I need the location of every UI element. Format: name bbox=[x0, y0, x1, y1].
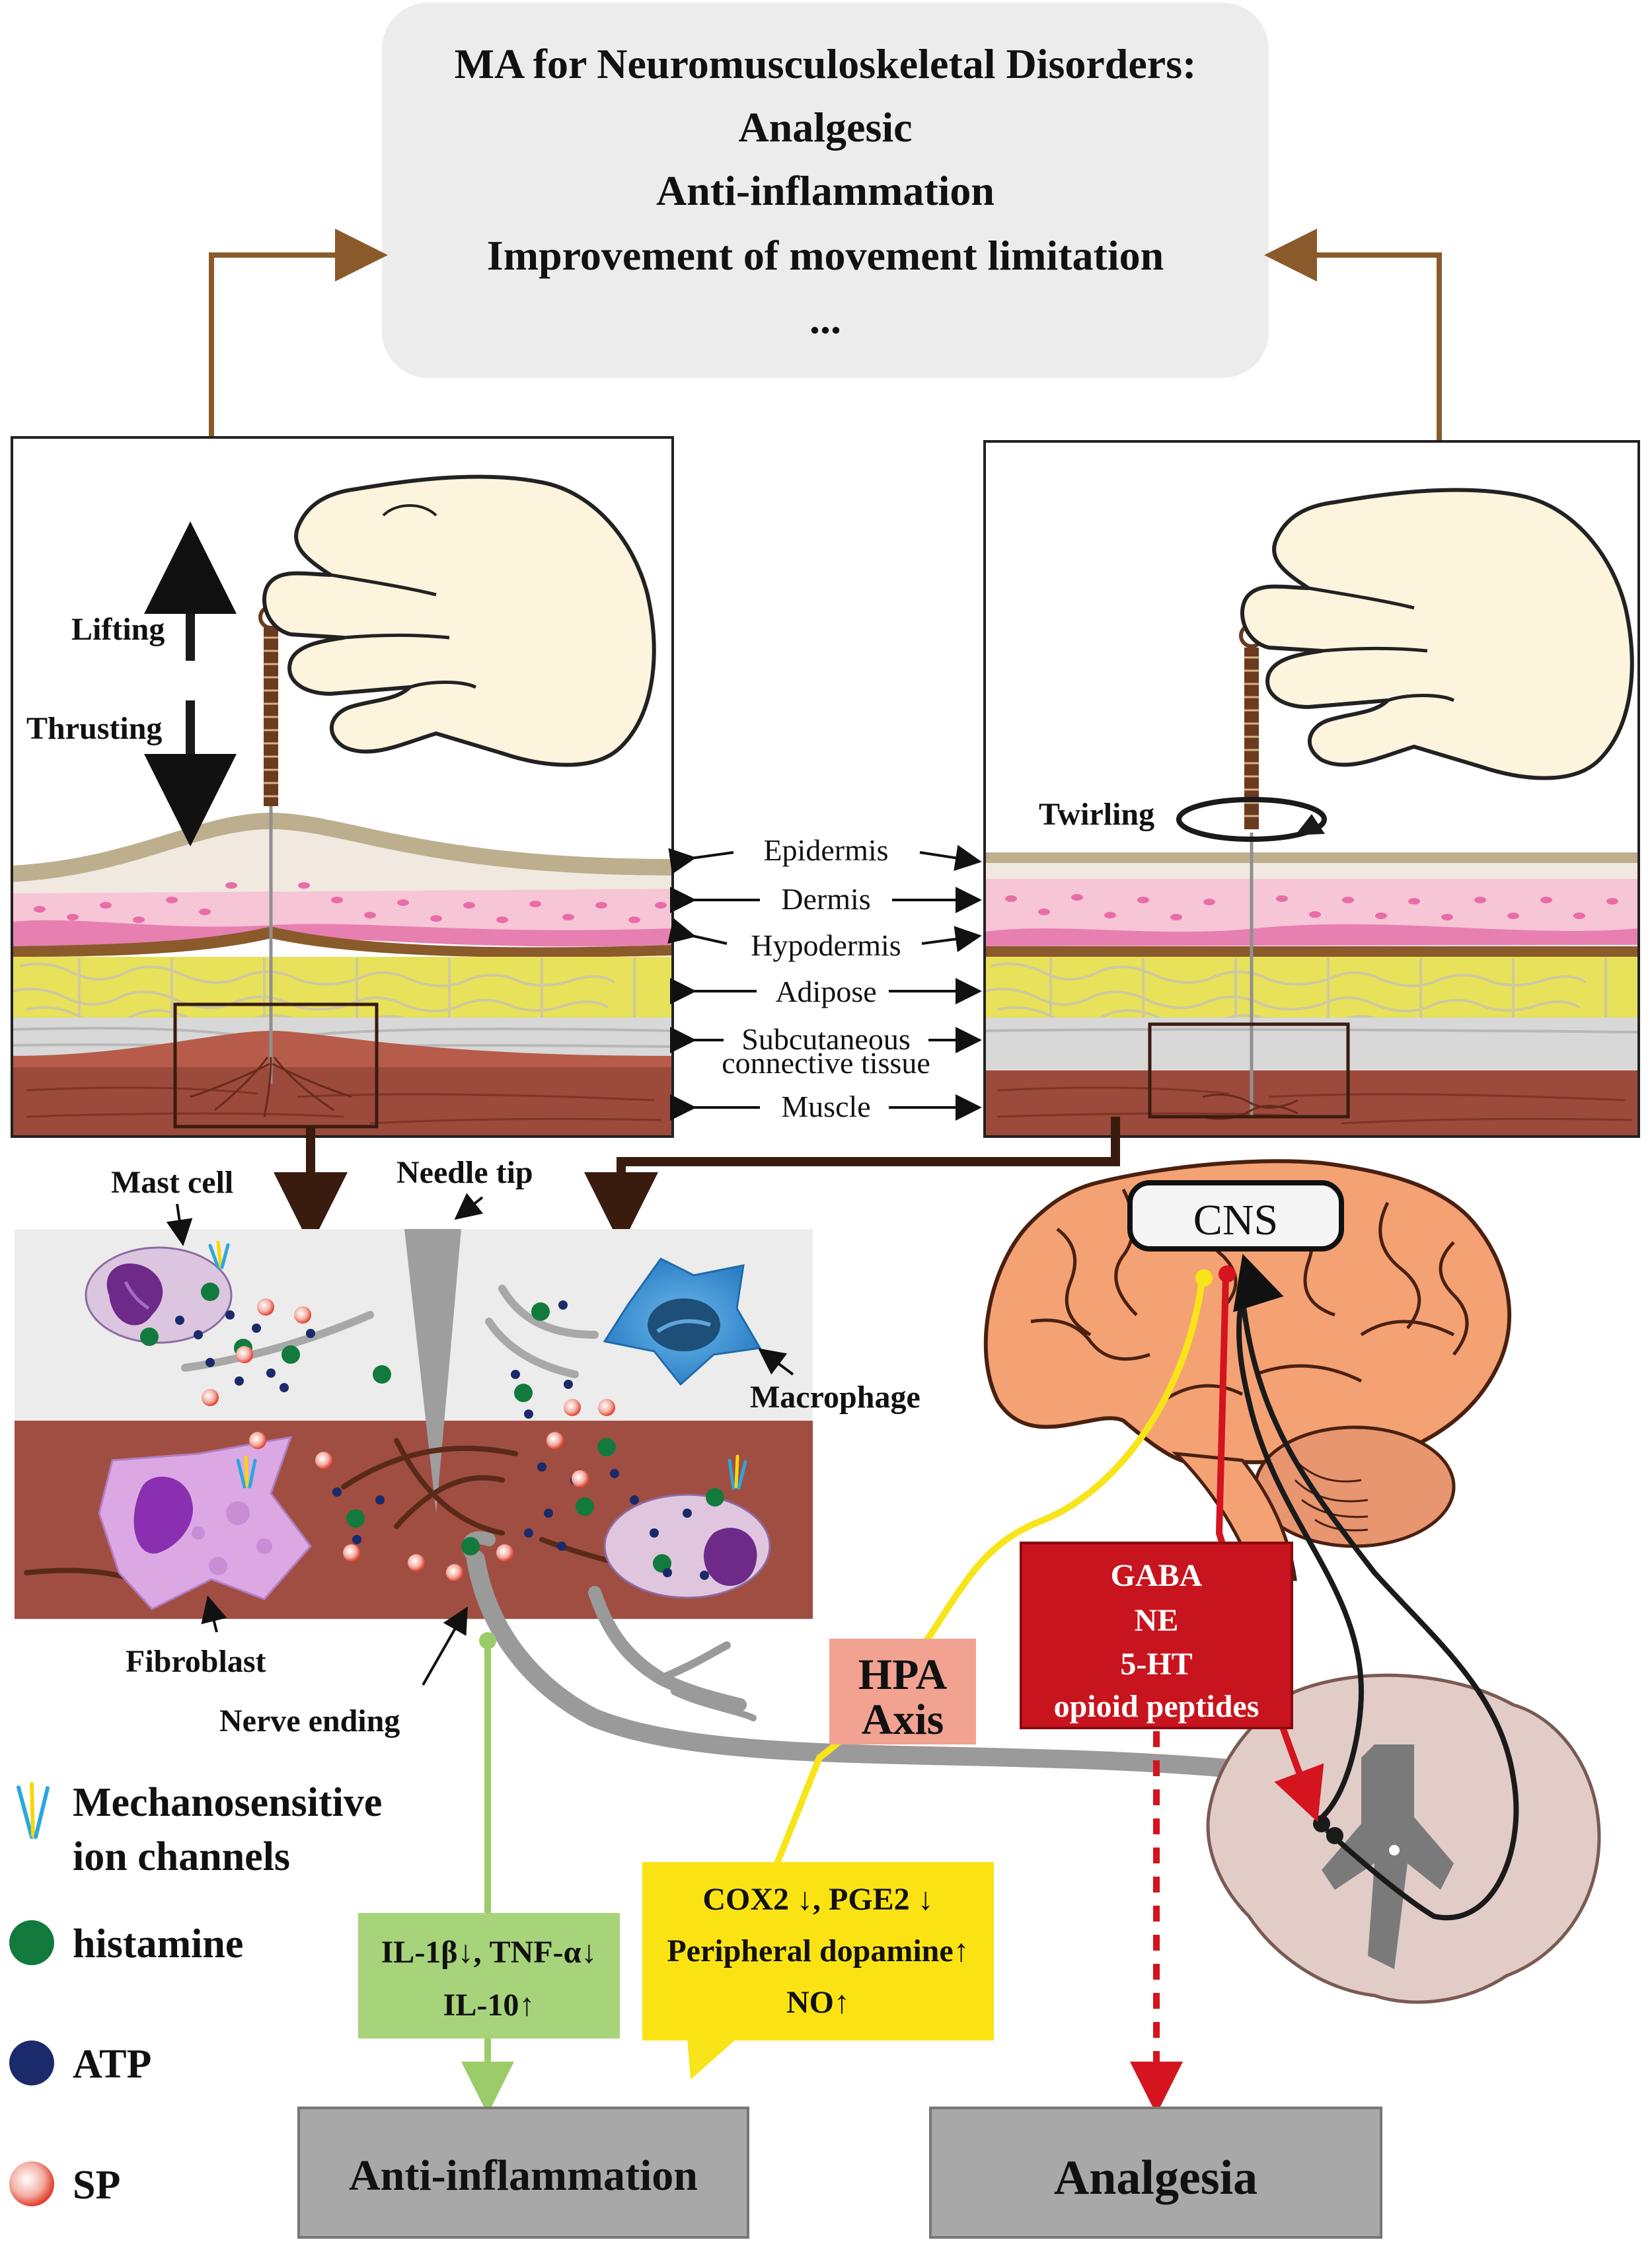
ion-channel-icons bbox=[208, 1240, 747, 1490]
mast-cell-label: Mast cell bbox=[111, 1165, 233, 1200]
cns-box bbox=[1127, 1180, 1344, 1252]
legend-ion-channels-2: ion channels bbox=[73, 1834, 290, 1879]
cns-label: CNS bbox=[1193, 1196, 1278, 1244]
dermis-dots bbox=[34, 882, 667, 923]
top-box-line-anti-inflammation: Anti-inflammation bbox=[656, 167, 995, 214]
top-box-title: MA for Neuromusculoskeletal Disorders: bbox=[455, 40, 1197, 87]
zoom-box-right bbox=[1148, 1022, 1350, 1119]
hand-left bbox=[262, 474, 656, 767]
hpa-axis-box: HPA Axis bbox=[829, 1639, 976, 1744]
yellow-box-line-1: COX2 ↓, PGE2 ↓ bbox=[702, 1882, 933, 1917]
spinal-cord bbox=[1206, 1673, 1601, 2004]
legend-ion-channel-icon bbox=[17, 1782, 50, 1839]
red-box-ne: NE bbox=[1135, 1603, 1179, 1638]
legend-ion-channels-1: Mechanosensitive bbox=[73, 1780, 382, 1825]
right-zoom-arrow bbox=[584, 1117, 1120, 1246]
lifting-label: Lifting bbox=[71, 612, 165, 647]
twirling-label: Twirling bbox=[1039, 797, 1154, 832]
legend-histamine-dot bbox=[9, 1920, 54, 1965]
neural-pathway-lines bbox=[1236, 1274, 1519, 1921]
legend-sp-dot bbox=[9, 2161, 54, 2206]
brain: CNS bbox=[983, 1159, 1512, 1581]
anti-inflammation-label: Anti-inflammation bbox=[349, 2151, 698, 2200]
neurotransmitter-box: GABA NE 5-HT opioid peptides bbox=[1020, 1542, 1293, 1729]
legend: Mechanosensitive ion channels histamine … bbox=[9, 1780, 382, 2208]
adipose-label: Adipose bbox=[775, 975, 876, 1008]
legend-histamine: histamine bbox=[73, 1922, 243, 1966]
subcutaneous-label-2: connective tissue bbox=[722, 1046, 930, 1080]
yellow-box-line-2: Peripheral dopamine↑ bbox=[667, 1933, 969, 1968]
legend-atp-dot bbox=[9, 2040, 54, 2085]
red-box-opioid: opioid peptides bbox=[1054, 1689, 1259, 1724]
needle-tip-shape bbox=[404, 1229, 461, 1513]
hypodermis-label: Hypodermis bbox=[751, 928, 901, 962]
left-to-top-arrow bbox=[209, 229, 388, 437]
analgesia-label: Analgesia bbox=[1054, 2151, 1258, 2205]
top-box-line-analgesic: Analgesic bbox=[738, 104, 912, 151]
legend-sp: SP bbox=[73, 2163, 120, 2208]
layer-epidermis bbox=[668, 844, 982, 875]
mast-cell-2 bbox=[603, 1493, 771, 1599]
dermis-label: Dermis bbox=[781, 882, 870, 916]
yellow-box-line-3: NO↑ bbox=[786, 1985, 850, 2020]
muscle-label: Muscle bbox=[781, 1090, 870, 1123]
epidermis-label: Epidermis bbox=[763, 833, 888, 867]
left-panel-lifting-thrusting: Lifting Thrusting bbox=[11, 436, 674, 1138]
macrophage bbox=[603, 1257, 762, 1386]
thrusting-label: Thrusting bbox=[26, 711, 162, 746]
macrophage-label: Macrophage bbox=[750, 1380, 920, 1415]
needle-tip-label: Needle tip bbox=[396, 1155, 533, 1190]
mediator-box: COX2 ↓, PGE2 ↓ Peripheral dopamine↑ NO↑ bbox=[642, 1862, 994, 2040]
fibroblast-label: Fibroblast bbox=[126, 1644, 266, 1679]
legend-atp: ATP bbox=[73, 2042, 151, 2087]
layer-hypodermis bbox=[667, 918, 982, 952]
twirling-arrow bbox=[1176, 797, 1327, 842]
green-box-line-2: IL-10↑ bbox=[443, 1988, 535, 2023]
top-summary-box: MA for Neuromusculoskeletal Disorders: A… bbox=[382, 3, 1269, 378]
red-box-gaba: GABA bbox=[1111, 1558, 1203, 1593]
subcutaneous-label-1: Subcutaneous bbox=[741, 1022, 911, 1056]
hpa-label-2: Axis bbox=[862, 1696, 944, 1744]
mast-cell bbox=[85, 1246, 233, 1344]
green-box-line-1: IL-1β↓, TNF-α↓ bbox=[381, 1935, 597, 1970]
right-panel-twirling: Twirling bbox=[983, 440, 1640, 1138]
outcome-anti-inflammation: Anti-inflammation bbox=[297, 2107, 749, 2239]
zoom-box-left bbox=[173, 1002, 379, 1129]
fibroblast bbox=[98, 1436, 312, 1610]
cytokine-box: IL-1β↓, TNF-α↓ IL-10↑ bbox=[358, 1913, 620, 2038]
red-box-5ht: 5-HT bbox=[1120, 1647, 1192, 1682]
atp-dots bbox=[175, 1300, 709, 1580]
layer-labels bbox=[667, 844, 982, 1121]
needle-handle-right bbox=[1239, 623, 1264, 829]
top-box-line-movement: Improvement of movement limitation bbox=[487, 232, 1164, 279]
sp-dots bbox=[202, 1298, 615, 1581]
hpa-label-1: HPA bbox=[858, 1651, 948, 1699]
nerve-ending-label: Nerve ending bbox=[219, 1703, 400, 1739]
right-to-top-arrow bbox=[1264, 229, 1442, 441]
outcome-analgesia: Analgesia bbox=[929, 2107, 1382, 2239]
top-box-line-ellipsis: ... bbox=[809, 295, 841, 342]
hand-right bbox=[1240, 488, 1634, 780]
